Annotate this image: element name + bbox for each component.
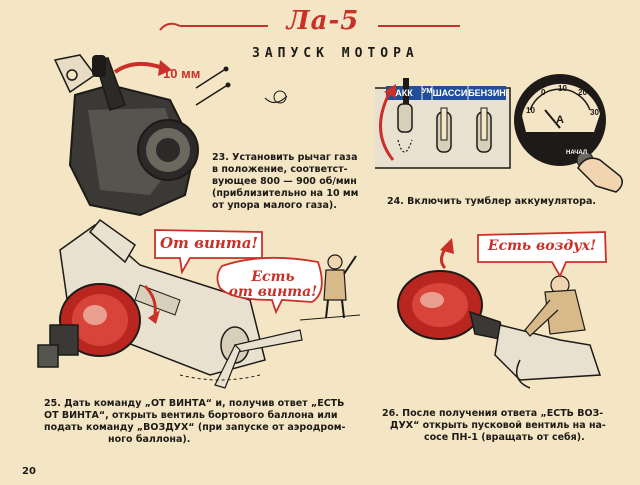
step23-caption: 23. Установить рычаг газа в положение, с…	[212, 152, 382, 212]
panel-label-akk: АКК	[395, 88, 413, 98]
throttle-quadrant-illustration	[53, 54, 231, 217]
start-valve-illustration	[397, 238, 602, 389]
step25-caption-line: подать команду „ВОЗДУХ“ (при запуске от …	[44, 422, 346, 433]
panel-label-benzin: БЕНЗИН	[468, 88, 506, 98]
gauge-tick-0: 0	[541, 88, 546, 97]
step25-caption-line: 25. Дать команду „ОТ ВИНТА“ и, получив о…	[44, 398, 345, 409]
panel-label-um: УМ	[422, 88, 433, 95]
step25-caption: 25. Дать команду „ОТ ВИНТА“ и, получив о…	[44, 398, 374, 446]
gauge-unit: А	[556, 114, 564, 126]
step23-caption-line: от упора малого газа).	[212, 200, 337, 211]
step23-caption-line: вующее 800 — 900 об/мин	[212, 176, 357, 187]
bubble-est-ot-vinta-shape	[216, 256, 323, 315]
gauge-tick-30: 30	[590, 108, 599, 117]
step26-caption: 26. После получения ответа „ЕСТЬ ВОЗ- ДУ…	[382, 408, 622, 444]
gauge-tick-10: 10	[558, 84, 567, 93]
step25-caption-line: ного баллона).	[108, 434, 191, 445]
gauge-tick-20: 20	[578, 88, 587, 97]
bubble-est-ot-vinta-line: от винта!	[228, 284, 318, 300]
step25-caption-line: ОТ ВИНТА“, открыть вентиль бортового бал…	[44, 410, 338, 421]
section-title: ЗАПУСК МОТОРА	[252, 46, 419, 61]
bubble-est-vozdukh: Есть воздух!	[487, 238, 597, 254]
dimension-label: 10 мм	[163, 66, 201, 81]
step26-caption-line: сосе ПН-1 (вращать от себя).	[424, 432, 585, 443]
step24-caption: 24. Включить тумблер аккумулятора.	[387, 196, 596, 207]
bubble-ot-vinta: От винта!	[159, 234, 259, 252]
gauge-knob-label: НАЧАЛ	[566, 150, 588, 156]
page-number: 20	[22, 466, 36, 477]
bubble-est-ot-vinta-line: Есть	[251, 269, 295, 285]
ammeter-gauge-illustration	[514, 74, 623, 193]
step23-caption-line: в положение, соответст-	[212, 164, 348, 175]
step26-caption-line: 26. После получения ответа „ЕСТЬ ВОЗ-	[382, 408, 604, 419]
panel-label-shassi: ШАССИ	[432, 88, 468, 98]
gauge-tick-left: 10	[526, 106, 535, 115]
propeller-start-illustration	[37, 218, 361, 389]
bubble-est-vozdukh-shape	[477, 231, 607, 279]
step23-caption-line: (приблизительно на 10 мм	[212, 188, 359, 199]
handwritten-title: Ла-5	[286, 6, 360, 36]
switch-panel-illustration	[375, 78, 511, 169]
step23-caption-line: 23. Установить рычаг газа	[212, 152, 358, 163]
step26-caption-line: ДУХ“ открыть пусковой вентиль на на-	[390, 420, 606, 431]
bubble-est-ot-vinta: Есть от винта!	[228, 270, 318, 300]
bubble-ot-vinta-shape	[154, 229, 263, 275]
